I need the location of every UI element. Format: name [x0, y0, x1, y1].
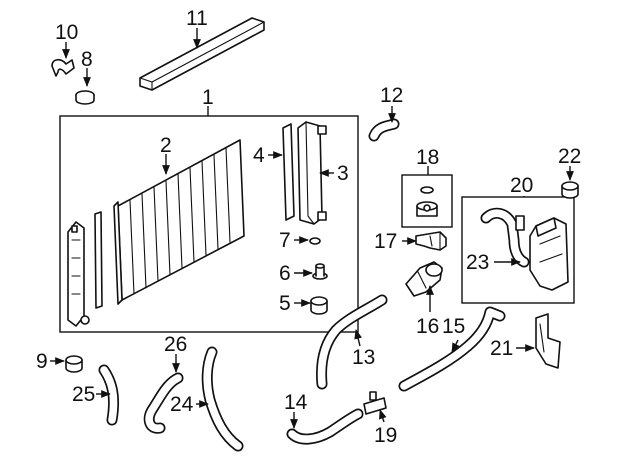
callout-7: 7	[279, 229, 291, 252]
left-seal-strip	[94, 211, 103, 309]
callout-16: 16	[416, 315, 439, 338]
fitting-part	[363, 391, 387, 415]
hose-part-14	[286, 408, 364, 445]
upper-seal-part	[139, 17, 265, 91]
callout-2: 2	[160, 134, 172, 157]
callout-13: 13	[352, 346, 375, 369]
reservoir-tank-part	[480, 207, 569, 291]
callout-17: 17	[374, 230, 397, 253]
callout-5: 5	[279, 292, 291, 315]
hose-part-15	[398, 306, 506, 392]
callout-4: 4	[253, 144, 265, 167]
housing-part	[405, 261, 443, 297]
callout-6: 6	[279, 262, 291, 285]
left-tank-part	[67, 221, 90, 327]
small-hose-part	[368, 118, 400, 142]
callout-22: 22	[558, 145, 581, 168]
right-tank-part	[297, 121, 327, 225]
callout-24: 24	[170, 393, 194, 416]
callout-10: 10	[55, 21, 78, 44]
hose-part-24	[201, 346, 244, 452]
hose-part-26	[143, 372, 184, 434]
cap-part-5	[310, 296, 328, 315]
radiator-assembly-box	[59, 115, 359, 333]
connector-part	[415, 231, 447, 251]
callout-15: 15	[442, 315, 465, 338]
hose-part-25	[98, 364, 120, 426]
callout-11: 11	[186, 7, 208, 30]
cap-kit-box	[401, 174, 453, 228]
callout-20: 20	[510, 174, 533, 197]
callout-labels: 11 10 8 1 2 4 3 7 6 5 12 18 17 20 22 23 …	[36, 7, 581, 447]
reservoir-cap-part	[561, 181, 579, 199]
callout-23: 23	[466, 251, 489, 274]
callout-8: 8	[81, 48, 93, 71]
cap-part-8	[75, 90, 95, 105]
mounting-bracket-part	[535, 313, 561, 369]
callout-14: 14	[284, 391, 308, 414]
radiator-core-part	[113, 139, 245, 305]
bracket-part	[51, 58, 75, 77]
callout-3: 3	[337, 162, 349, 185]
hose-part-13	[316, 294, 388, 390]
radiator-cap-part	[416, 186, 438, 217]
callout-21: 21	[490, 337, 513, 360]
cap-part-9	[65, 355, 83, 373]
callout-26: 26	[164, 333, 187, 356]
drain-plug-part	[312, 263, 328, 280]
leader-lines	[50, 28, 574, 429]
callout-18: 18	[416, 146, 439, 169]
callout-19: 19	[374, 424, 397, 447]
callout-12: 12	[380, 84, 403, 107]
callout-25: 25	[72, 383, 95, 406]
reservoir-box	[461, 196, 575, 304]
o-ring-part	[309, 237, 321, 245]
side-seal-part	[282, 123, 295, 221]
callout-9: 9	[36, 350, 48, 373]
callout-1: 1	[202, 86, 214, 109]
